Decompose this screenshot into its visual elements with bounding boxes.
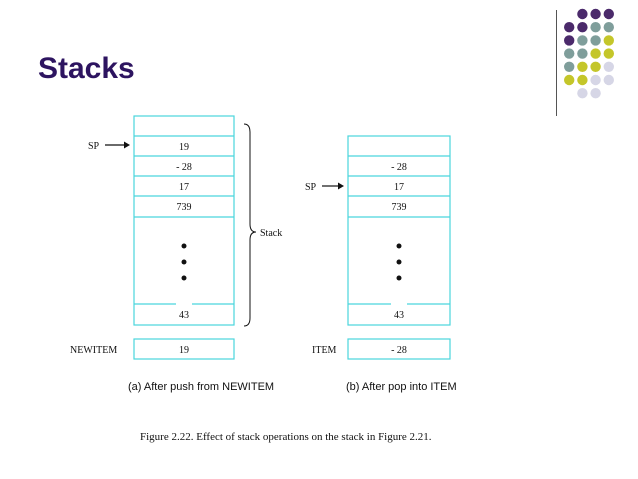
decorative-dot xyxy=(603,8,614,20)
decorative-dot xyxy=(590,35,601,46)
ellipsis-dot xyxy=(396,243,402,249)
slide-title: Stacks xyxy=(38,52,135,85)
stack-bracket-label: Stack xyxy=(260,228,282,239)
item-label: ITEM xyxy=(312,345,337,356)
ellipsis-dot xyxy=(181,259,187,265)
stack-a-column xyxy=(133,115,235,326)
decorative-dot xyxy=(564,35,575,46)
decorative-dot xyxy=(590,74,601,86)
caption-a: (a) After push from NEWITEM xyxy=(128,381,275,393)
item-register-box xyxy=(347,338,451,360)
decorative-dot xyxy=(577,74,588,86)
stack-b-sp-arrow xyxy=(322,182,344,190)
stack-b-sp-label: SP xyxy=(305,182,317,193)
stack-b-cell-2: 17 xyxy=(394,182,404,193)
decorative-dot xyxy=(603,35,614,46)
stack-b-column xyxy=(347,135,451,326)
stack-a-cell-1: 19 xyxy=(179,142,189,153)
ellipsis-dot xyxy=(396,259,402,265)
decorative-dot xyxy=(577,35,588,46)
decorative-dot xyxy=(590,48,601,59)
stack-a-cell-3: 17 xyxy=(179,182,189,193)
stack-a-sp-label: SP xyxy=(88,141,100,152)
ellipsis-dot xyxy=(181,243,187,249)
decorative-dot xyxy=(590,8,601,20)
stack-b-cell-3: 739 xyxy=(392,202,407,213)
item-value: - 28 xyxy=(391,345,407,356)
decorative-dot xyxy=(603,61,614,72)
decorative-dot xyxy=(577,61,588,72)
stack-a-cell-bottom: 43 xyxy=(179,310,189,321)
newitem-label: NEWITEM xyxy=(70,345,117,356)
decorative-dot xyxy=(603,22,614,33)
stack-b-cell-1: - 28 xyxy=(391,162,407,173)
ellipsis-dot xyxy=(181,275,187,281)
figure-caption: Figure 2.22. Effect of stack operations … xyxy=(140,431,432,443)
decorative-dot xyxy=(577,22,588,33)
stack-a-cell-4: 739 xyxy=(177,202,192,213)
decorative-dot xyxy=(577,48,588,59)
stack-a-sp-arrow xyxy=(105,141,130,149)
decorative-dot xyxy=(590,88,601,99)
decorative-dot xyxy=(603,48,614,59)
caption-b: (b) After pop into ITEM xyxy=(346,381,457,393)
decorative-dot xyxy=(577,8,588,20)
decorative-dot xyxy=(564,61,575,72)
newitem-register-box xyxy=(133,338,235,360)
decorative-dot xyxy=(577,88,588,99)
decorative-dot xyxy=(564,22,575,33)
decorative-dot xyxy=(590,61,601,72)
decorative-dot xyxy=(590,22,601,33)
decorative-dot xyxy=(564,74,575,86)
stack-b-cell-bottom: 43 xyxy=(394,310,404,321)
stack-bracket xyxy=(243,123,257,327)
decorative-vertical-line xyxy=(556,10,557,116)
decorative-dot xyxy=(603,74,614,86)
ellipsis-dot xyxy=(396,275,402,281)
newitem-value: 19 xyxy=(179,345,189,356)
decorative-dot xyxy=(564,48,575,59)
stack-a-cell-2: - 28 xyxy=(176,162,192,173)
